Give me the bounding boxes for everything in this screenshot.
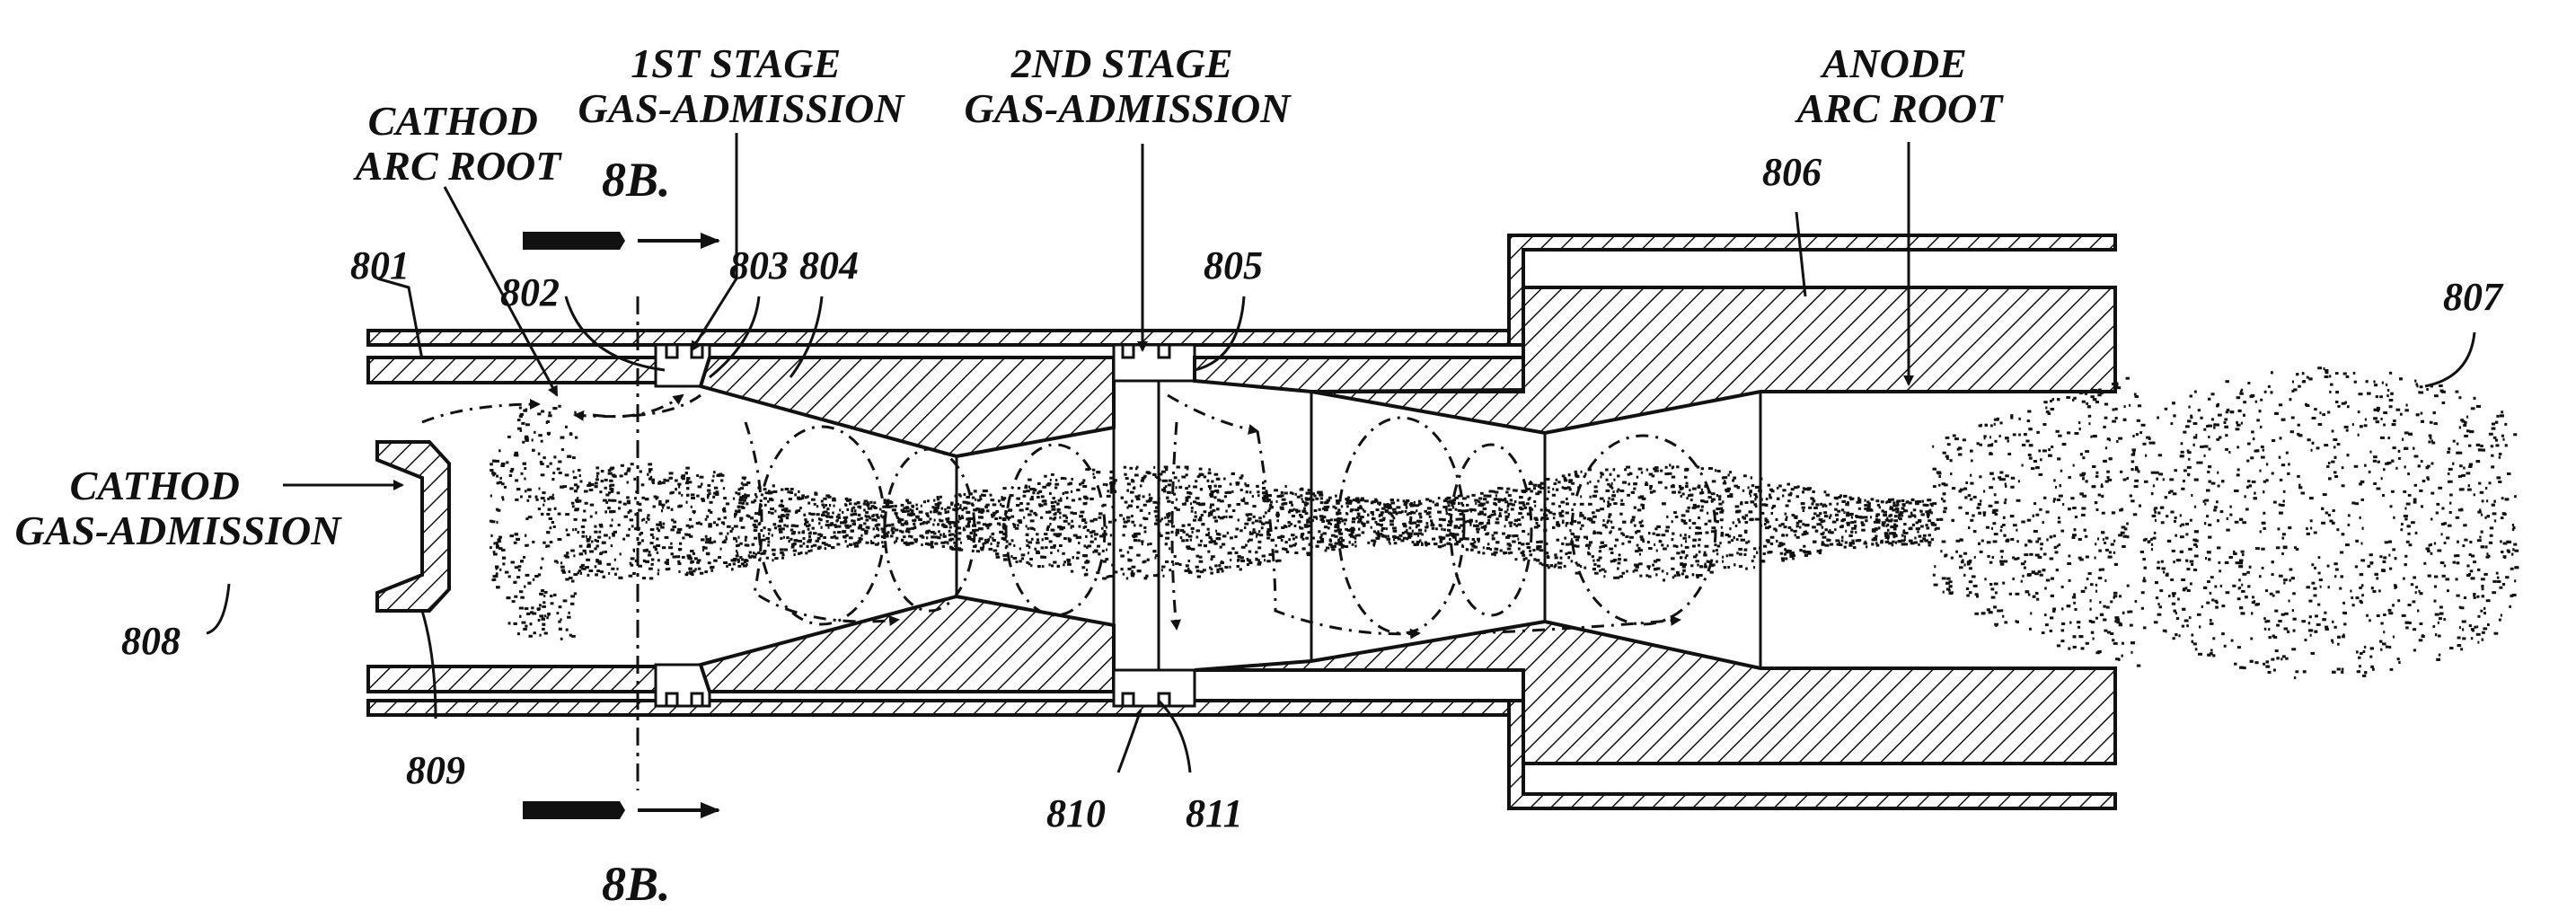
stage1-label-2: GAS-ADMISSION: [578, 85, 905, 131]
second-nozzle-top: [1195, 345, 1523, 392]
cathode-wall-bottom: [368, 666, 665, 692]
stage2-label-1: 2ND STAGE: [1010, 40, 1233, 86]
section-label-top: 8B.: [602, 153, 671, 207]
outer-housing-bottom: [368, 701, 1518, 715]
ref-809: 809: [406, 748, 465, 792]
ref-811: 811: [1186, 791, 1243, 835]
ref-810: 810: [1046, 791, 1106, 835]
stage1-label-1: 1ST STAGE: [631, 40, 841, 86]
first-nozzle-bottom: [701, 596, 1114, 692]
cathode-gas-label-1: CATHOD: [70, 463, 240, 508]
cathode-arc-root-label-1: CATHOD: [368, 98, 538, 144]
anode-arc-root-label-2: ARC ROOT: [1795, 85, 2005, 131]
ref-807: 807: [2443, 275, 2504, 319]
first-nozzle-top: [701, 357, 1114, 456]
ref-802: 802: [500, 270, 560, 314]
ref-801: 801: [350, 243, 410, 287]
section-label-bottom: 8B.: [602, 857, 671, 911]
cathode-wall-top: [368, 357, 665, 383]
labels: CATHOD ARC ROOT 1ST STAGE GAS-ADMISSION …: [14, 40, 2504, 911]
cathode: [377, 442, 449, 611]
outer-housing-top: [368, 331, 1518, 345]
ref-805: 805: [1204, 243, 1263, 287]
ref-803: 803: [729, 243, 789, 287]
cathode-gas-label-2: GAS-ADMISSION: [14, 508, 342, 553]
ref-808: 808: [121, 619, 181, 663]
ref-806: 806: [1762, 150, 1822, 194]
anode-arc-root-label-1: ANODE: [1820, 40, 1967, 86]
ref-804: 804: [799, 243, 859, 287]
cathode-arc-root-label-2: ARC ROOT: [353, 143, 563, 189]
stage2-label-2: GAS-ADMISSION: [964, 85, 1292, 131]
anode-bottom: [1195, 622, 2115, 764]
